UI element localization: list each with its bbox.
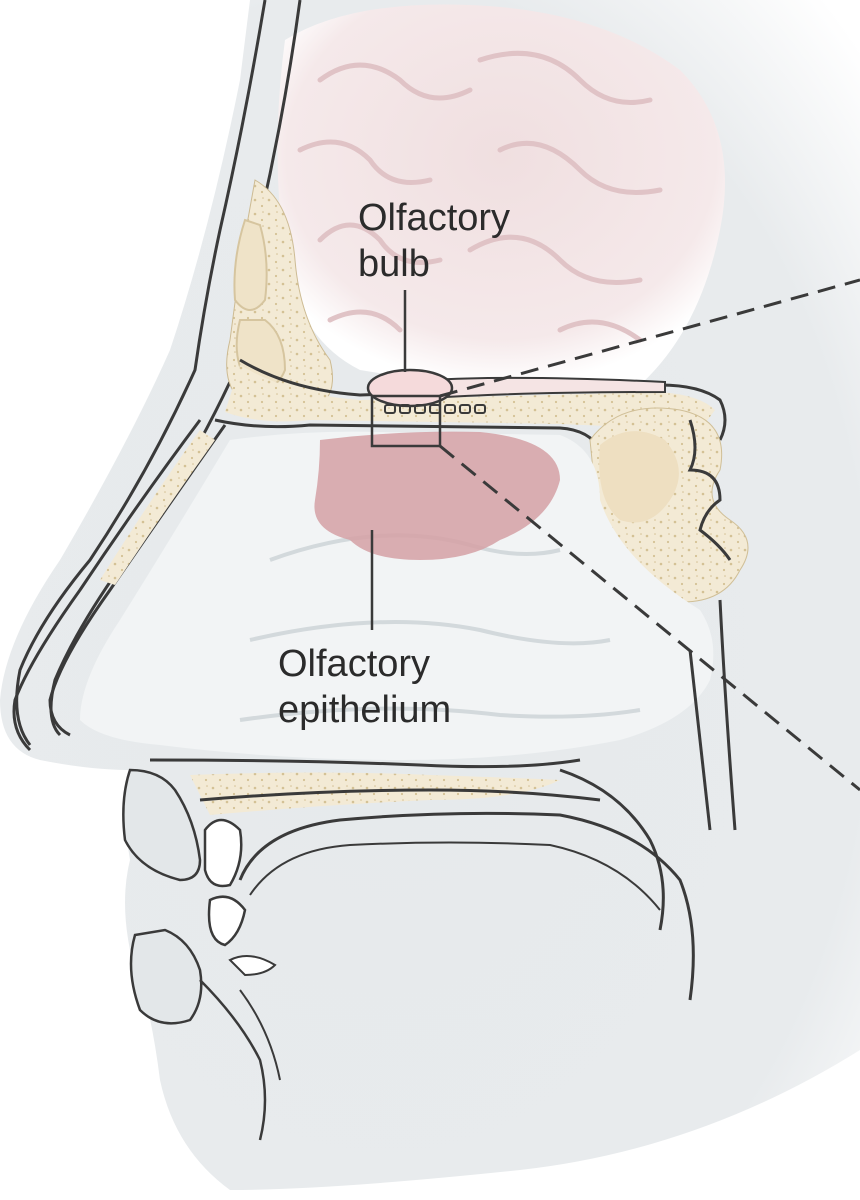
palate-bone [190,772,560,815]
label-olfactory-bulb-line2: bulb [358,243,430,285]
upper-tooth [203,818,243,888]
nasal-cartilage [100,430,215,585]
palate-lower-line [199,788,601,802]
nasal-cavity [80,431,714,760]
label-olfactory-bulb-line1: Olfactory [358,197,510,239]
skull-outline-outer [15,0,267,746]
lower-tooth-small [228,955,277,977]
mandible-bone [239,989,281,1081]
jaw-line [199,979,267,1141]
soft-palate [559,768,665,931]
zoom-box [370,394,442,448]
frontal-sinus-cavity [233,218,268,311]
skull-base [239,358,727,441]
cribriform-plate [214,418,602,451]
upper-lip [122,768,202,882]
sphenoid-outline [687,419,732,561]
sphenoid-sinus [599,431,679,523]
zoom-line-lower [439,444,860,792]
tongue-inner [249,841,661,911]
lower-lip [129,928,203,1025]
tongue [238,811,695,1001]
nasal-bone-outer [12,419,202,752]
pharynx-wall [718,599,737,831]
skull-outline-inner [49,0,302,737]
pharynx-wall-inner [688,649,712,831]
zoom-line-upper [439,278,860,398]
hard-palate [149,758,581,769]
olfactory-tract [429,376,666,400]
label-olfactory-epithelium-line2: epithelium [278,689,451,731]
label-olfactory-epithelium-line1: Olfactory [278,643,430,685]
olfactory-epithelium-region [314,431,560,560]
lower-tooth [207,895,247,947]
brain [277,4,725,385]
bone-band-under-base [225,365,715,430]
brain-folds [297,50,663,343]
